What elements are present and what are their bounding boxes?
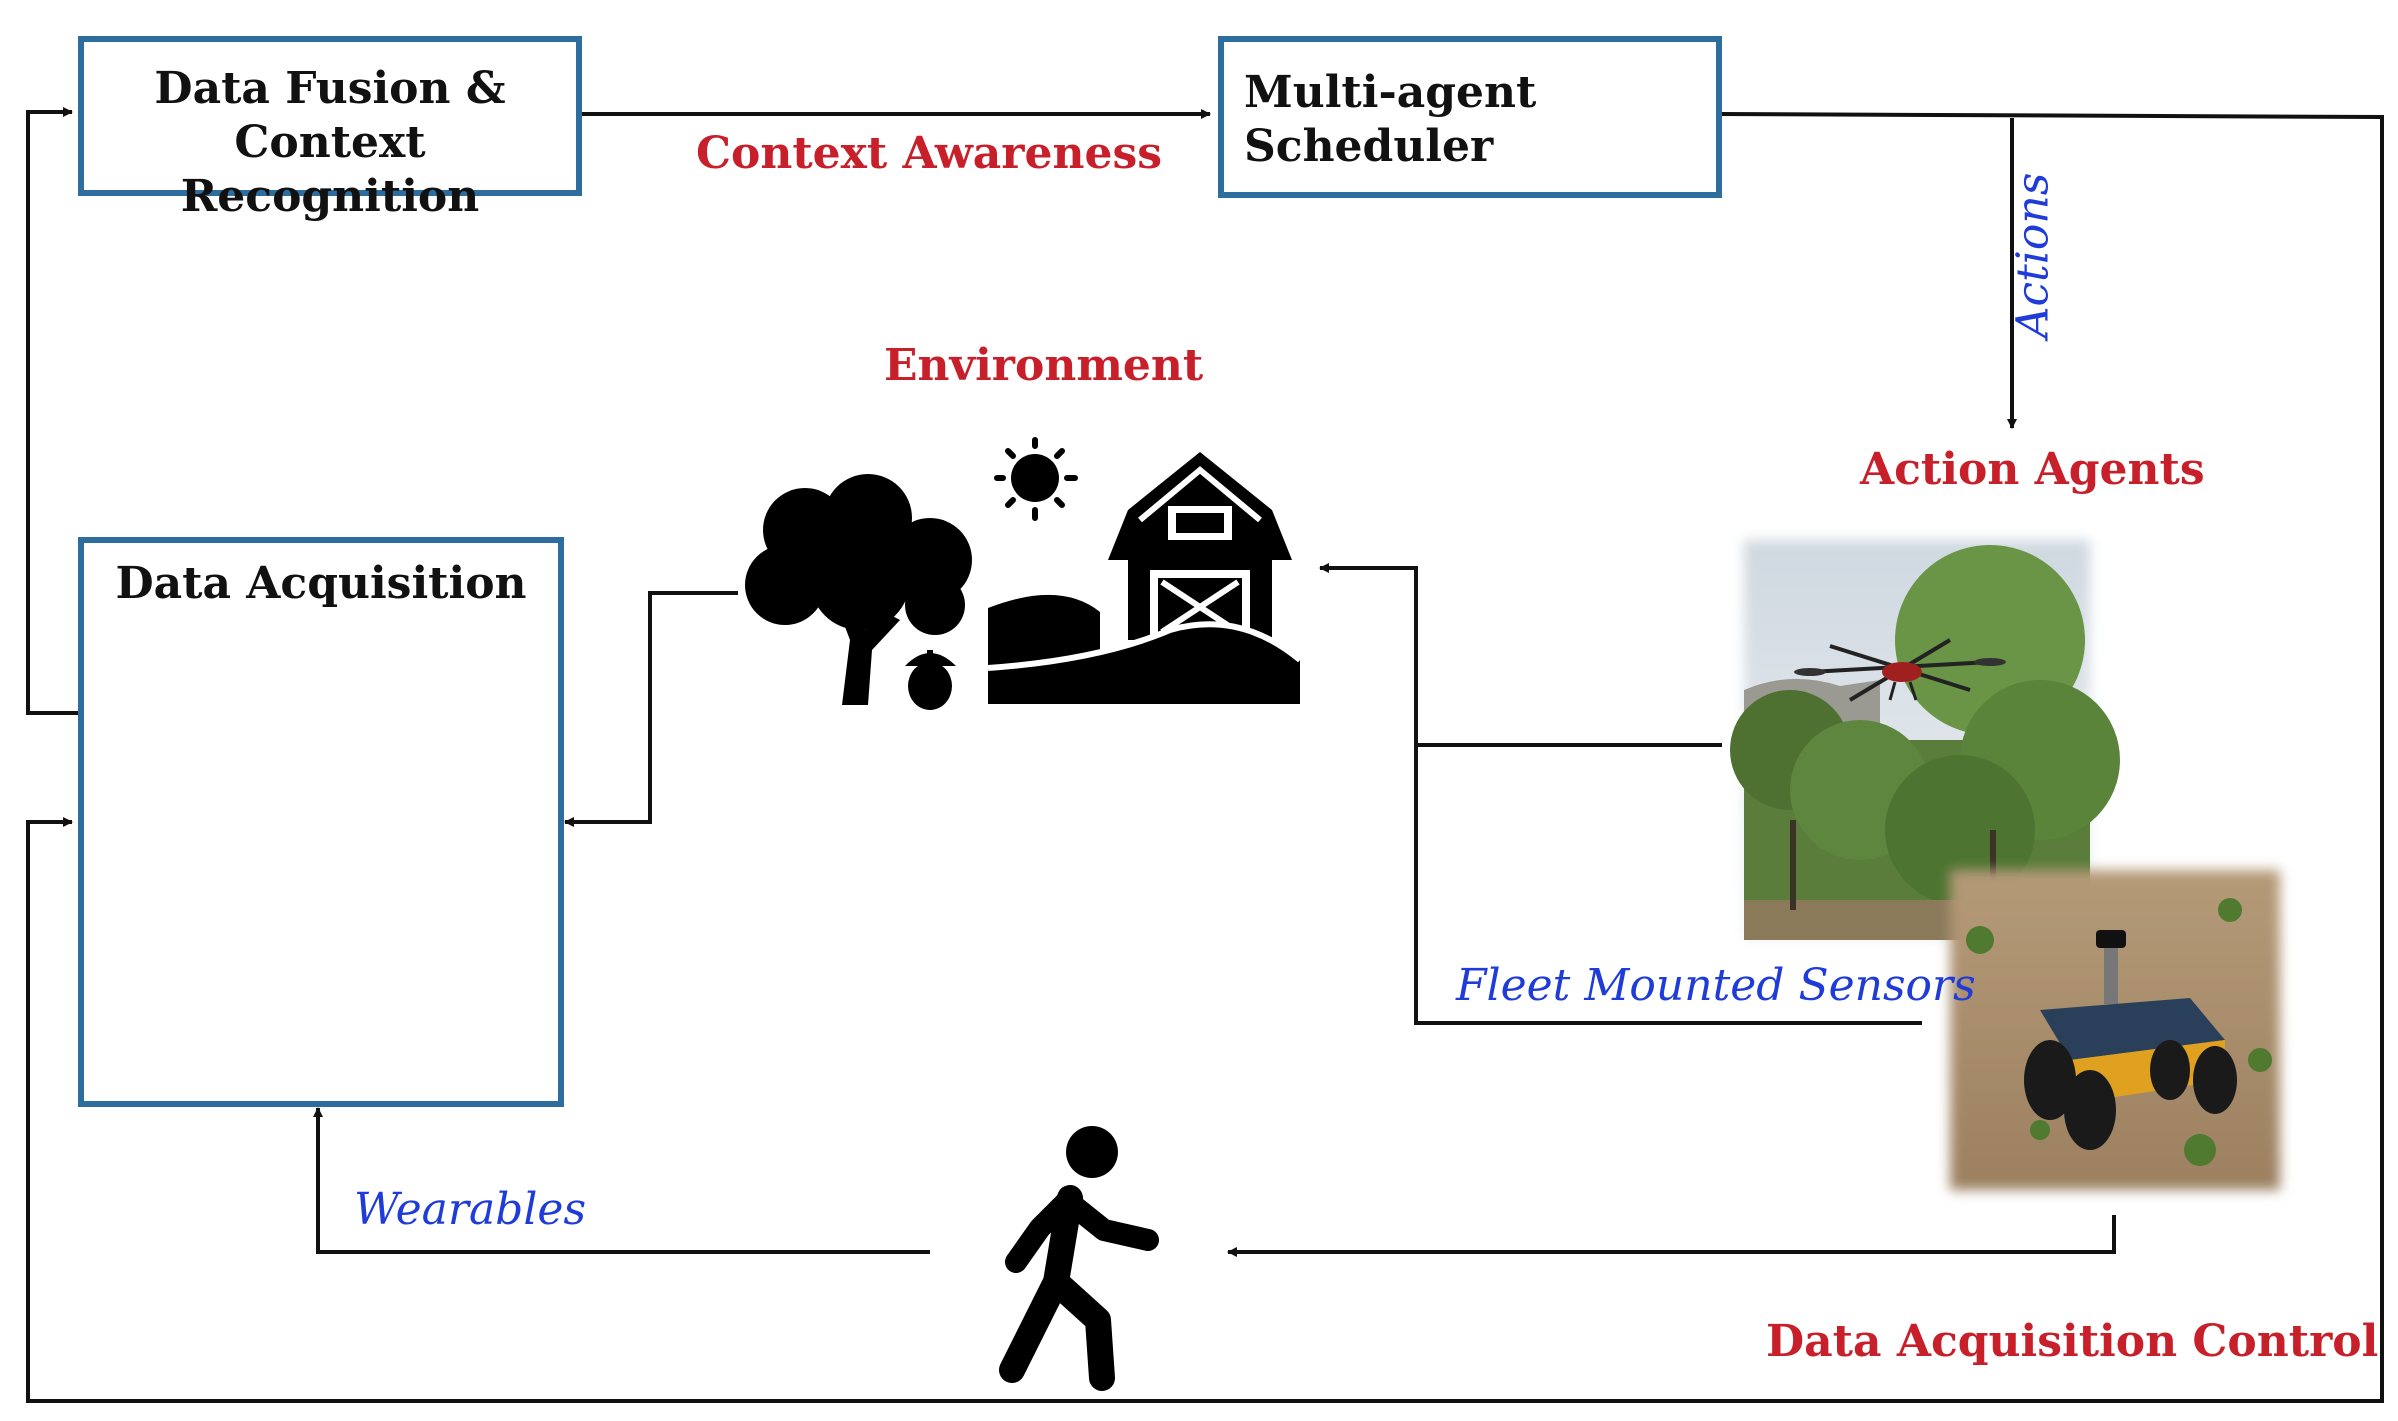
multi-agent-scheduler-box: Multi-agent Scheduler <box>1218 36 1722 198</box>
arrow-wearables-to-acquisition <box>313 1107 930 1254</box>
context-awareness-label: Context Awareness <box>696 128 1162 179</box>
data-fusion-title: Data Fusion & Context Recognition <box>84 62 576 224</box>
scheduler-title-line2: Scheduler <box>1244 121 1494 172</box>
data-fusion-box: Data Fusion & Context Recognition <box>78 36 582 222</box>
ground-robot-photo <box>1950 870 2280 1190</box>
data-fusion-title-line1: Data Fusion & <box>154 63 506 114</box>
actions-label: Actions <box>2007 172 2059 339</box>
scheduler-title: Multi-agent Scheduler <box>1244 66 1536 174</box>
arrow-environment-to-acquisition <box>564 591 738 827</box>
line-fleet-sensors <box>1414 745 1922 1025</box>
arrow-robot-to-person <box>1227 1215 2116 1257</box>
fleet-mounted-sensors-label: Fleet Mounted Sensors <box>1456 960 1976 1011</box>
connectors <box>26 107 2384 1403</box>
data-acquisition-box: Data Acquisition <box>78 537 564 1107</box>
scheduler-title-line1: Multi-agent <box>1244 67 1537 118</box>
loop-scheduler-right-bottom <box>26 112 2384 1403</box>
data-acquisition-control-label: Data Acquisition Control <box>1766 1316 2379 1367</box>
walking-person-icon <box>999 1126 1159 1391</box>
arrow-drone-to-environment <box>1319 563 1722 747</box>
data-acquisition-title: Data Acquisition <box>115 558 527 609</box>
environment-label: Environment <box>884 340 1204 391</box>
data-fusion-title-line2: Context Recognition <box>180 117 480 222</box>
tree-icon <box>745 474 972 710</box>
sun-icon <box>994 437 1078 521</box>
arrow-acquisition-to-fusion <box>26 107 78 715</box>
barn-icon <box>987 452 1302 704</box>
wearables-label: Wearables <box>354 1184 587 1235</box>
action-agents-label: Action Agents <box>1860 444 2205 495</box>
